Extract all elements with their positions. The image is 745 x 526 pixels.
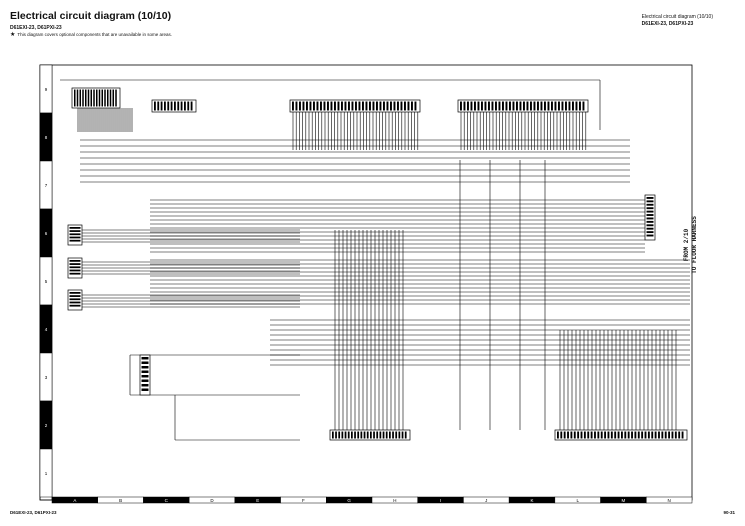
side-label-line2: TO FLOOR HARNESS [691,216,698,274]
column-cell [646,496,693,504]
conn-bottom-bank-2 [554,429,688,441]
side-connector [644,194,656,241]
row-label: 3 [45,375,48,380]
sensor-1 [67,224,83,246]
conn-top-2 [151,99,197,113]
footer-left: D61EXI-23, D61PXI-23 [10,510,57,515]
column-label: J [485,498,487,503]
column-label: H [393,498,396,503]
column-label: G [347,498,351,503]
column-label: E [256,498,259,503]
sensor-3 [67,289,83,311]
conn-top-bank-1 [289,99,421,113]
conn-top-left [71,87,121,109]
header-right-title: Electrical circuit diagram (10/10) [641,14,713,20]
connectors [67,87,688,441]
row-label: 4 [45,327,48,332]
column-label: L [576,498,579,503]
star-icon: ★ [10,32,16,38]
conn-top-bank-2 [457,99,589,113]
conn-bottom-bank-1 [329,429,411,441]
note-text: This diagram covers optional components … [17,32,172,37]
row-cell [39,448,53,498]
column-label: A [73,498,76,503]
page-title: Electrical circuit diagram (10/10) [10,10,172,22]
model-label: D61EXI-23, D61PXI-23 [10,25,62,31]
row-label: 9 [45,87,48,92]
wire-bus [60,79,690,441]
column-label: K [530,498,533,503]
row-labels: 9 8 7 6 5 4 3 2 1 [39,64,53,498]
column-label: N [668,498,671,503]
note: ★ This diagram covers optional component… [10,31,172,38]
row-label: 6 [45,231,48,236]
column-label: C [165,498,169,503]
header-right: Electrical circuit diagram (10/10) D61EX… [642,14,713,28]
row-label: 7 [45,183,48,188]
side-label-line1: FROM 2/10 [683,228,690,261]
column-label: M [622,498,626,503]
sensor-2 [67,257,83,279]
row-label: 1 [45,471,48,476]
header-right-model: D61EXI-23, D61PXI-23 [641,21,694,27]
side-label: FROM 2/10 TO FLOOR HARNESS [683,216,698,274]
column-label: D [210,498,214,503]
column-label: F [302,498,305,503]
row-label: 2 [45,423,48,428]
footer-right: 90-31 [723,510,735,515]
row-label: 5 [45,279,48,284]
sensor-4 [139,354,151,396]
column-labels: A B C D E F G H I J K L M N [51,496,693,504]
row-label: 8 [45,135,48,140]
column-label: B [119,498,122,503]
column-label: I [440,498,441,503]
